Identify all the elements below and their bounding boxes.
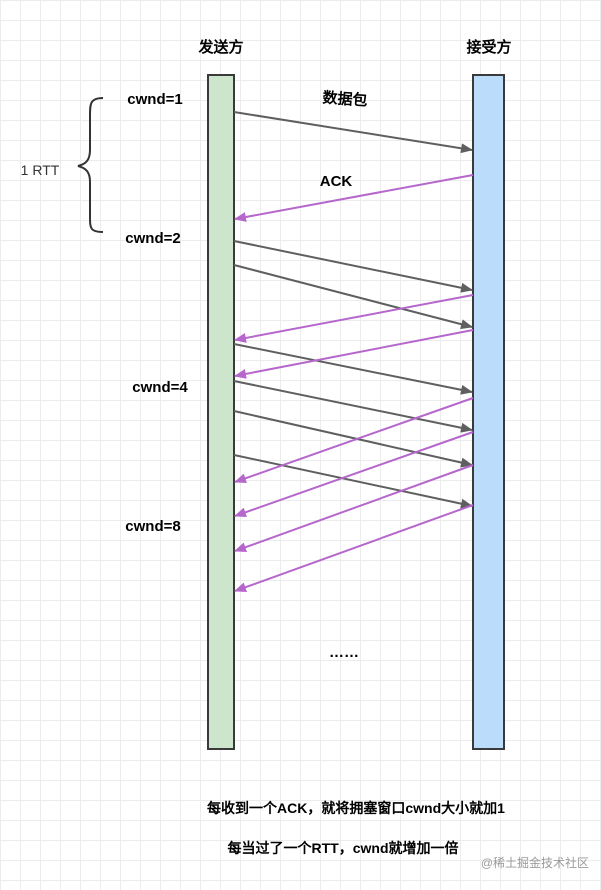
ack-arrow: [234, 329, 474, 379]
ack-arrow: [234, 294, 474, 343]
continuation-ellipsis: ……: [329, 644, 359, 661]
data-arrow: [233, 343, 473, 395]
cwnd-label-8: cwnd=8: [125, 518, 180, 535]
receiver-label: 接受方: [466, 38, 511, 56]
cwnd-label-1: cwnd=1: [127, 91, 182, 108]
data-arrow: [233, 240, 473, 293]
ack-label: ACK: [320, 173, 353, 190]
ack-arrow: [234, 431, 474, 518]
ack-arrow: [234, 464, 474, 552]
data-arrows: [233, 111, 473, 509]
rtt-label: 1 RTT: [21, 162, 60, 178]
data-arrow: [233, 111, 473, 154]
data-arrow: [233, 264, 473, 330]
watermark: @稀土掘金技术社区: [481, 855, 589, 870]
cwnd-label-2: cwnd=2: [125, 230, 180, 247]
rtt-brace: [77, 97, 104, 233]
sender-timeline-bar: [207, 74, 235, 750]
sender-label: 发送方: [197, 38, 243, 56]
caption-ack-rule: 每收到一个ACK，就将拥塞窗口cwnd大小就加1: [207, 800, 505, 816]
cwnd-label-4: cwnd=4: [132, 379, 188, 396]
caption-rtt-rule: 每当过了一个RTT，cwnd就增加一倍: [228, 840, 459, 856]
ack-arrow: [234, 397, 474, 484]
data-packet-label: 数据包: [322, 88, 368, 109]
data-arrow: [233, 380, 473, 433]
data-arrow: [233, 410, 473, 468]
ack-arrow: [234, 174, 474, 222]
data-arrow: [233, 454, 473, 509]
ack-arrow: [234, 504, 474, 592]
ack-arrows: [234, 174, 474, 592]
receiver-timeline-bar: [472, 74, 505, 750]
